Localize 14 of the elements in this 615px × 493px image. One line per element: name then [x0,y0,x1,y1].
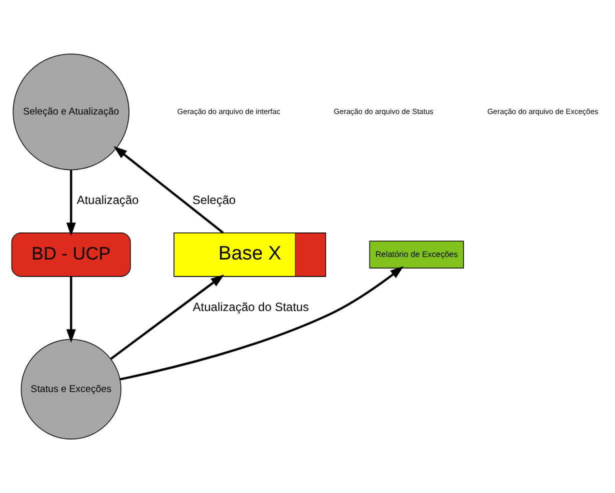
node-box: Relatório de Exceções [369,240,464,269]
label: Geração do arquivo de interfac [177,106,280,116]
edge-label: Seleção [192,193,236,208]
edge-label: Atualização [76,193,139,208]
arrow [120,266,404,380]
arrow [114,146,224,234]
label: Geração do arquivo de Exceções [487,106,598,116]
arrow [66,276,76,343]
arrow [66,170,76,236]
node-circle: Status e Exceções [20,339,122,440]
label: Geração do arquivo de Status [334,106,434,116]
node-box: BD - UCP [11,232,131,277]
arrow [110,274,224,360]
edge-label: Atualização do Status [192,300,309,314]
